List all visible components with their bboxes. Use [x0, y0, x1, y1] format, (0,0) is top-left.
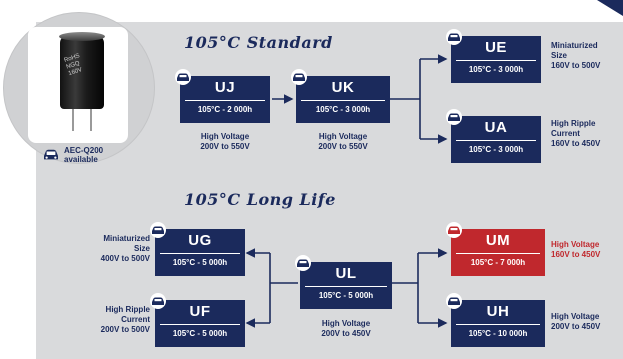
series-box-um: UM 105°C - 7 000h: [446, 222, 545, 276]
description-line: Miniaturized: [103, 234, 150, 243]
car-icon: [44, 149, 58, 160]
description-line: High Voltage: [551, 312, 600, 321]
series-box-uh: UH 105°C - 10 000h: [446, 293, 545, 347]
longlife-section-title: 105°C Long Life: [184, 190, 336, 209]
description-line: High Ripple: [551, 119, 596, 128]
series-box-ul: UL 105°C - 5 000h: [295, 255, 392, 309]
series-name: UF: [189, 303, 211, 320]
series-box-ue: UE 105°C - 3 000h: [446, 29, 541, 83]
car-icon: [150, 293, 166, 309]
car-icon: [446, 222, 462, 238]
description-line: 160V to 500V: [551, 61, 601, 70]
description-line: Size: [551, 51, 568, 60]
series-name: UJ: [214, 79, 236, 96]
description-line: Current: [121, 315, 150, 324]
description-line: Current: [551, 129, 580, 138]
description-line: High Voltage: [318, 132, 368, 141]
description-line: Miniaturized: [551, 41, 598, 50]
series-spec: 105°C - 5 000h: [318, 291, 374, 300]
description-line: 200V to 450V: [321, 329, 371, 338]
description-line: High Voltage: [551, 240, 600, 249]
series-name: UL: [335, 265, 357, 282]
series-name: UA: [484, 119, 508, 136]
series-box-uf: UF 105°C - 5 000h: [150, 293, 245, 347]
car-icon: [446, 109, 462, 125]
series-name: UK: [331, 79, 355, 96]
series-spec: 105°C - 3 000h: [468, 145, 524, 154]
description-line: 200V to 450V: [551, 322, 601, 331]
series-spec: 105°C - 3 000h: [315, 105, 371, 114]
description-line: Size: [133, 244, 150, 253]
aec-q200-note: AEC-Q200 available: [44, 146, 122, 164]
description-line: High Voltage: [321, 319, 371, 328]
series-box-ua: UA 105°C - 3 000h: [446, 109, 541, 163]
series-name: UG: [188, 232, 212, 249]
car-icon: [446, 29, 462, 45]
car-icon: [291, 69, 307, 85]
description-line: 200V to 550V: [200, 142, 250, 151]
series-spec: 105°C - 7 000h: [470, 258, 526, 267]
series-box-ug: UG 105°C - 5 000h: [150, 222, 245, 276]
series-spec: 105°C - 5 000h: [172, 329, 228, 338]
series-spec: 105°C - 2 000h: [197, 105, 253, 114]
series-name: UE: [485, 39, 507, 56]
car-icon: [446, 293, 462, 309]
standard-section-title: 105°C Standard: [184, 33, 333, 52]
description-line: 200V to 500V: [100, 325, 150, 334]
description-line: 400V to 500V: [100, 254, 150, 263]
description-line: High Voltage: [200, 132, 250, 141]
description-line: 160V to 450V: [551, 139, 601, 148]
car-icon: [295, 255, 311, 271]
car-icon: [150, 222, 166, 238]
car-icon: [175, 69, 191, 85]
series-name: UH: [486, 303, 510, 320]
series-box-uk: UK 105°C - 3 000h: [291, 69, 390, 123]
description-line: 200V to 550V: [318, 142, 368, 151]
series-spec: 105°C - 5 000h: [172, 258, 228, 267]
corner-accent: [597, 0, 623, 16]
series-spec: 105°C - 10 000h: [468, 329, 528, 338]
description-line: 160V to 450V: [551, 250, 601, 259]
series-box-uj: UJ 105°C - 2 000h: [175, 69, 270, 123]
description-line: High Ripple: [105, 305, 150, 314]
series-name: UM: [485, 232, 511, 249]
series-spec: 105°C - 3 000h: [468, 65, 524, 74]
